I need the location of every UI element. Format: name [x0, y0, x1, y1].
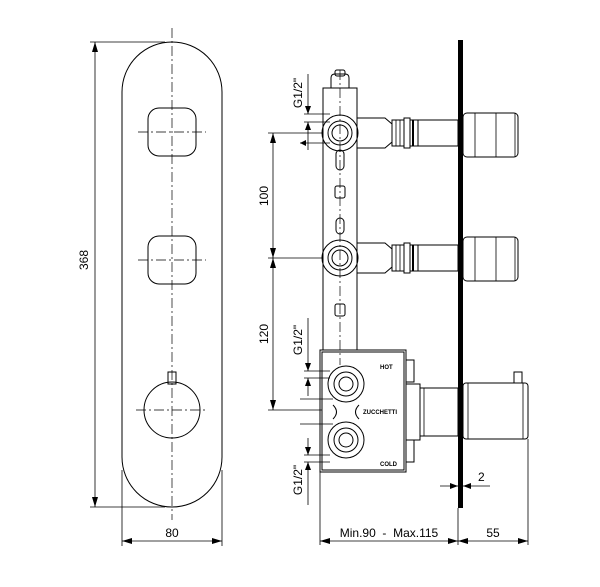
plate-thickness-dimension: 2 — [440, 470, 490, 489]
thread-top-label: G1/2" — [291, 78, 305, 108]
width-label: 80 — [165, 526, 179, 540]
brand-label: ZUCCHETTI — [363, 410, 397, 416]
depth-range-label: Min.90 - Max.115 — [340, 526, 439, 540]
plate-2-label: 2 — [478, 470, 485, 484]
upper-connection — [321, 112, 519, 158]
height-dimension: 368 — [77, 41, 165, 508]
width-dimension: 80 — [121, 470, 223, 546]
thread-bottom-label: G1/2" — [291, 465, 305, 495]
spacing-dimensions: 100 120 — [257, 132, 322, 411]
thread-mid-label: G1/2" — [291, 325, 305, 355]
thermostatic-body: HOT ZUCCHETTI COLD — [319, 349, 529, 473]
depth-55-label: 55 — [486, 526, 500, 540]
front-view: 368 80 — [77, 28, 223, 546]
wall-plate — [458, 40, 463, 508]
depth-dimensions: Min.90 - Max.115 55 — [319, 439, 529, 545]
side-view: HOT ZUCCHETTI COLD G1/2" — [257, 40, 529, 545]
spacing-100-label: 100 — [257, 186, 271, 206]
height-label: 368 — [77, 250, 91, 270]
spacing-120-label: 120 — [257, 324, 271, 344]
thermostatic-handle — [462, 382, 529, 440]
upper-handle — [462, 112, 519, 158]
middle-handle — [462, 236, 519, 282]
middle-connection — [321, 236, 519, 282]
cold-label: COLD — [380, 462, 398, 468]
hot-label: HOT — [380, 365, 393, 371]
thread-callouts: G1/2" G1/2" G1/2" — [291, 74, 333, 505]
knob-indicator — [167, 371, 177, 385]
